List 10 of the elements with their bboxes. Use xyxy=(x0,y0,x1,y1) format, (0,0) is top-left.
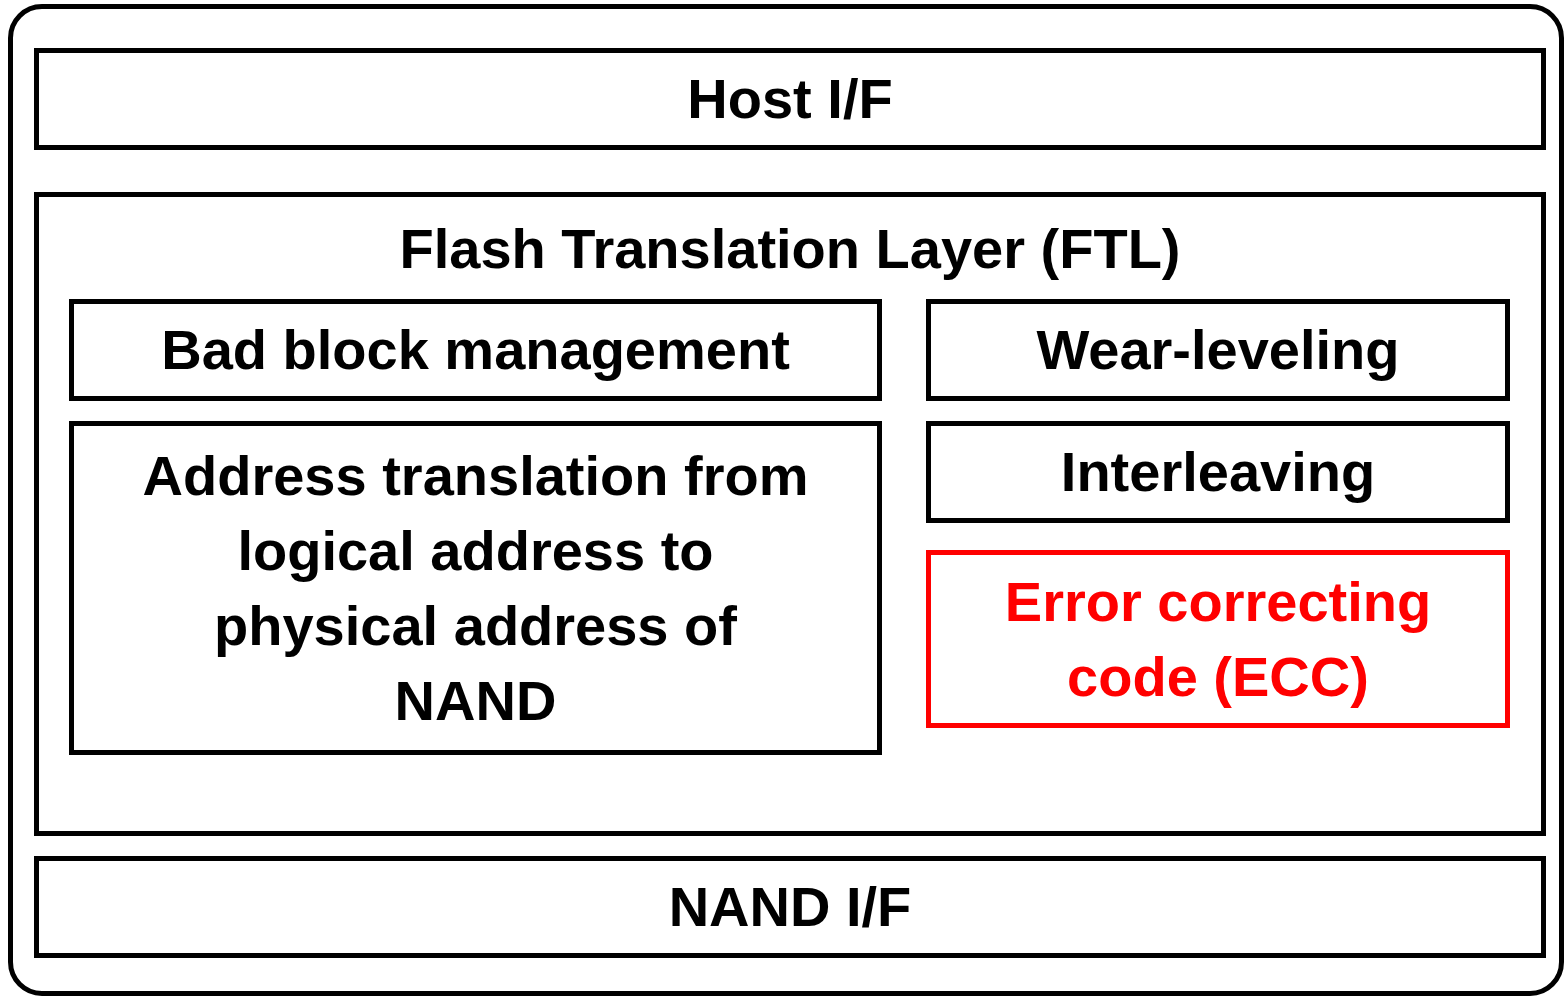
interface-block: Host I/F xyxy=(34,48,1546,150)
function-block: Interleaving xyxy=(926,421,1510,523)
function-block: Bad block management xyxy=(69,299,882,401)
device-frame xyxy=(8,4,1564,996)
function-block: Address translation from logical address to physical address of NAND xyxy=(69,421,882,755)
function-block: Wear-leveling xyxy=(926,299,1510,401)
layer-heading: Flash Translation Layer (FTL) xyxy=(399,216,1181,282)
layer-panel xyxy=(34,192,1546,836)
interface-block: NAND I/F xyxy=(34,856,1546,958)
function-block: Error correcting code (ECC) xyxy=(926,550,1510,728)
